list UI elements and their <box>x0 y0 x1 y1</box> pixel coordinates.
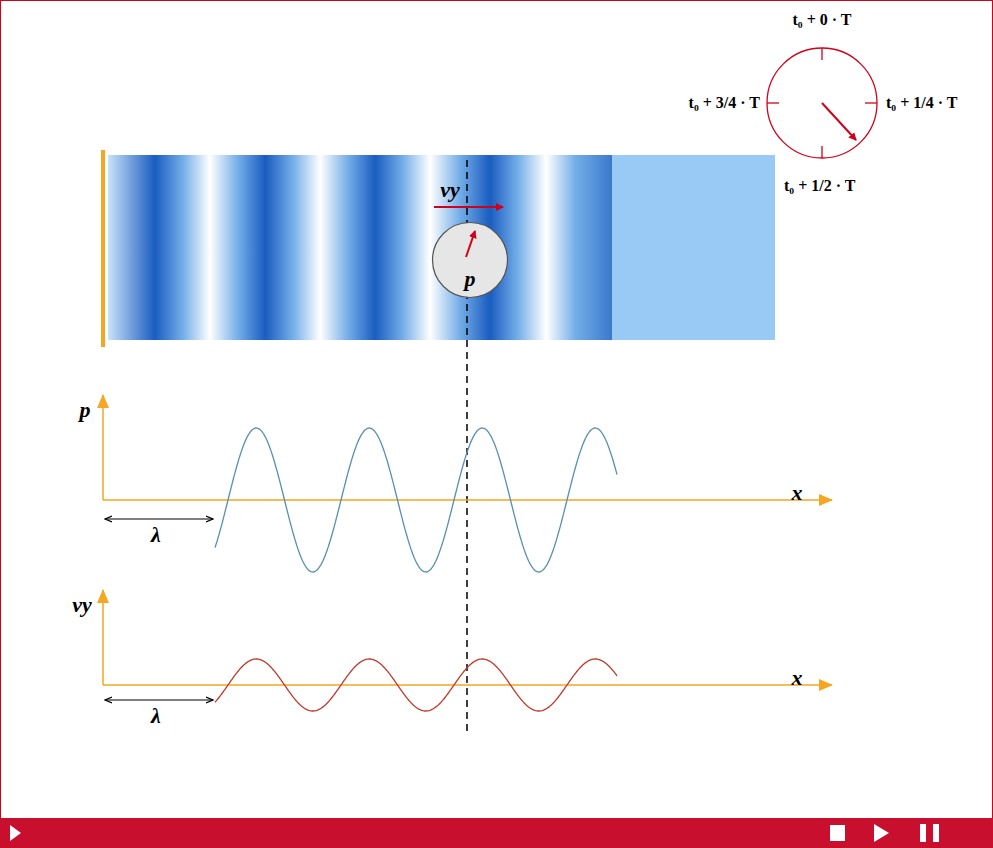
axis-label: vy <box>72 593 92 617</box>
axis-label: p <box>80 398 91 422</box>
velocity-label: vy <box>440 178 460 202</box>
velocity-arrow <box>434 206 503 208</box>
axis-label: x <box>792 481 803 505</box>
clock-label: t₀ + 1/2 · T <box>784 177 855 195</box>
pressure-graph <box>103 395 832 572</box>
clock-label: t₀ + 0 · T <box>793 11 852 29</box>
particle-circle: p <box>431 221 509 299</box>
sound-tube <box>101 150 775 347</box>
clock-label: t₀ + 1/4 · T <box>886 94 957 112</box>
axis-label: x <box>792 666 803 690</box>
clock-label: t₀ + 3/4 · T <box>689 94 760 112</box>
clock <box>767 48 877 158</box>
control-bar <box>0 818 993 848</box>
velocity-graph <box>103 590 832 711</box>
pressure-symbol: p <box>465 267 476 291</box>
wavelength-label: λ <box>151 704 161 728</box>
wavelength-label: λ <box>151 523 161 547</box>
